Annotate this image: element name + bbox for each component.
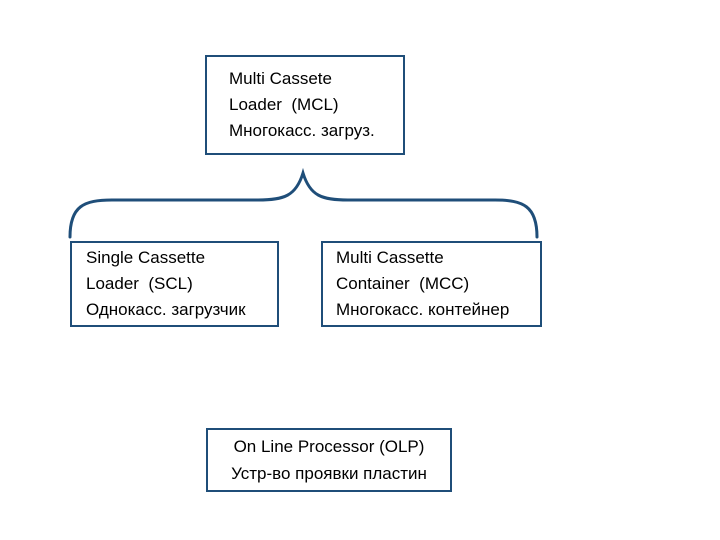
- box-line: Однокасс. загрузчик: [86, 300, 246, 319]
- box-line: Single Cassette: [86, 248, 206, 267]
- box-line: Multi Cassette: [336, 248, 444, 267]
- box-line: Multi Cassete: [229, 69, 332, 88]
- box-line: On Line Processor (OLP): [233, 437, 425, 456]
- box-single-cassette-loader: Single Cassette Loader (SCL) Однокасс. з…: [70, 241, 279, 327]
- box-line: Loader (SCL): [86, 274, 193, 293]
- box-multi-cassette-container: Multi Cassette Container (MCC) Многокасс…: [321, 241, 542, 327]
- curly-brace-path: [68, 167, 539, 239]
- box-line: Loader (MCL): [229, 95, 339, 114]
- box-multi-cassete-loader: Multi Cassete Loader (MCL) Многокасс. за…: [205, 55, 405, 155]
- box-on-line-processor: On Line Processor (OLP) Устр-во проявки …: [206, 428, 452, 492]
- box-line: Многокасс. загруз.: [229, 121, 375, 140]
- box-line: Устр-во проявки пластин: [231, 464, 427, 483]
- box-line: Container (MCC): [336, 274, 470, 293]
- box-line: Многокасс. контейнер: [336, 300, 510, 319]
